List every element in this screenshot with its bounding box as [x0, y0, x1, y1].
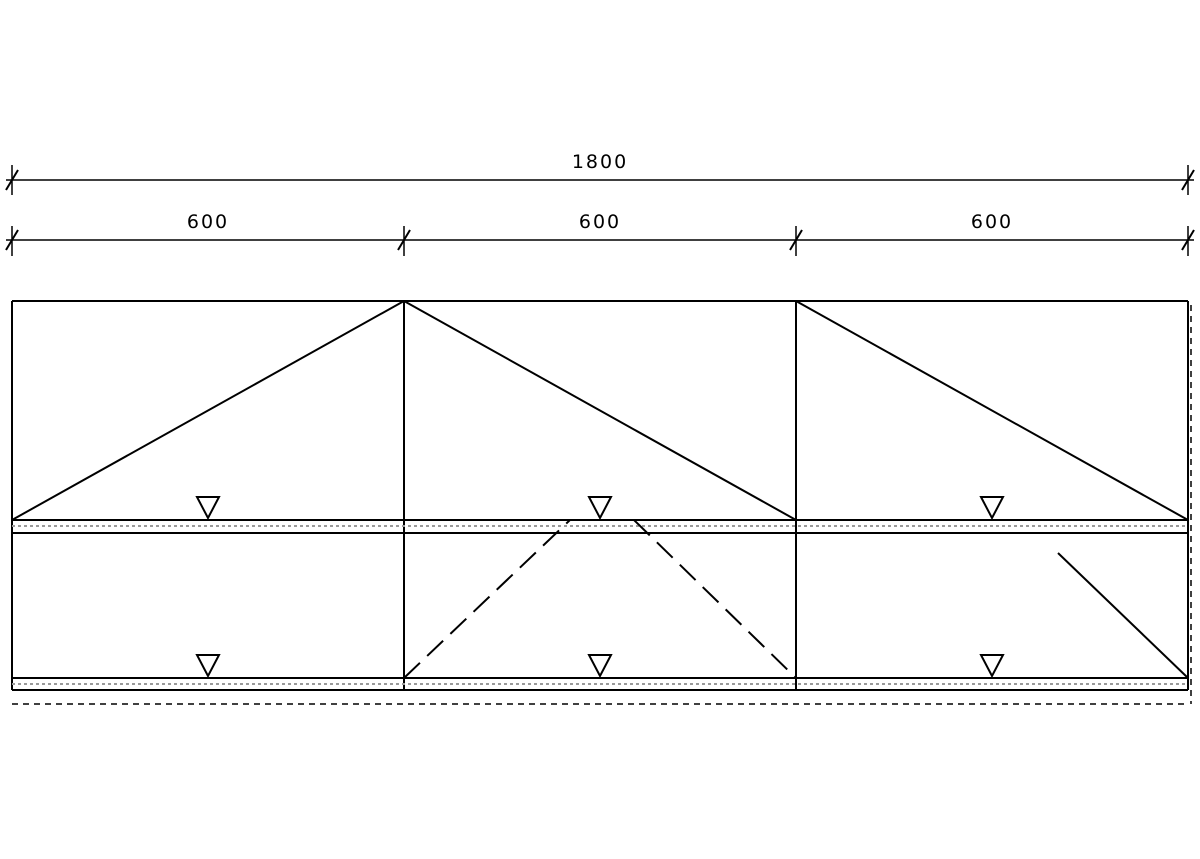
- lower-right-swing-line: [1057, 552, 1189, 679]
- overall-dimension-label: 1800: [572, 151, 628, 173]
- segment-label-3: 600: [971, 211, 1013, 233]
- lower-middle-swing-line-right: [633, 519, 797, 679]
- upper-rail: [12, 519, 1188, 534]
- segment-tick-4: [1181, 229, 1195, 251]
- upper-middle-door-swing-line: [403, 300, 797, 521]
- upper-left-door-swing-line: [11, 300, 405, 521]
- segment-tick-3: [789, 229, 803, 251]
- lower-left-handle-icon: [195, 654, 221, 679]
- segment-dimensions: 600 600 600: [5, 211, 1195, 256]
- upper-left-handle-icon: [195, 496, 221, 521]
- segment-label-2: 600: [579, 211, 621, 233]
- lower-middle-handle-icon: [587, 654, 613, 679]
- lower-handle-markers: [195, 654, 1005, 679]
- upper-door-swing-lines: [11, 300, 1189, 521]
- upper-handle-markers: [195, 496, 1005, 521]
- lower-rail: [12, 677, 1188, 705]
- upper-right-handle-icon: [979, 496, 1005, 521]
- upper-right-door-swing-line: [795, 300, 1189, 521]
- overall-dimension: 1800: [5, 151, 1195, 195]
- lower-right-handle-icon: [979, 654, 1005, 679]
- lower-middle-swing-line-left: [403, 519, 571, 679]
- overall-dimension-tick-left: [5, 169, 19, 191]
- segment-tick-1: [5, 229, 19, 251]
- segment-tick-2: [397, 229, 411, 251]
- cabinet-frame: [11, 300, 1192, 704]
- segment-label-1: 600: [187, 211, 229, 233]
- overall-dimension-tick-right: [1181, 169, 1195, 191]
- upper-middle-handle-icon: [587, 496, 613, 521]
- lower-door-swing-lines: [403, 519, 1189, 679]
